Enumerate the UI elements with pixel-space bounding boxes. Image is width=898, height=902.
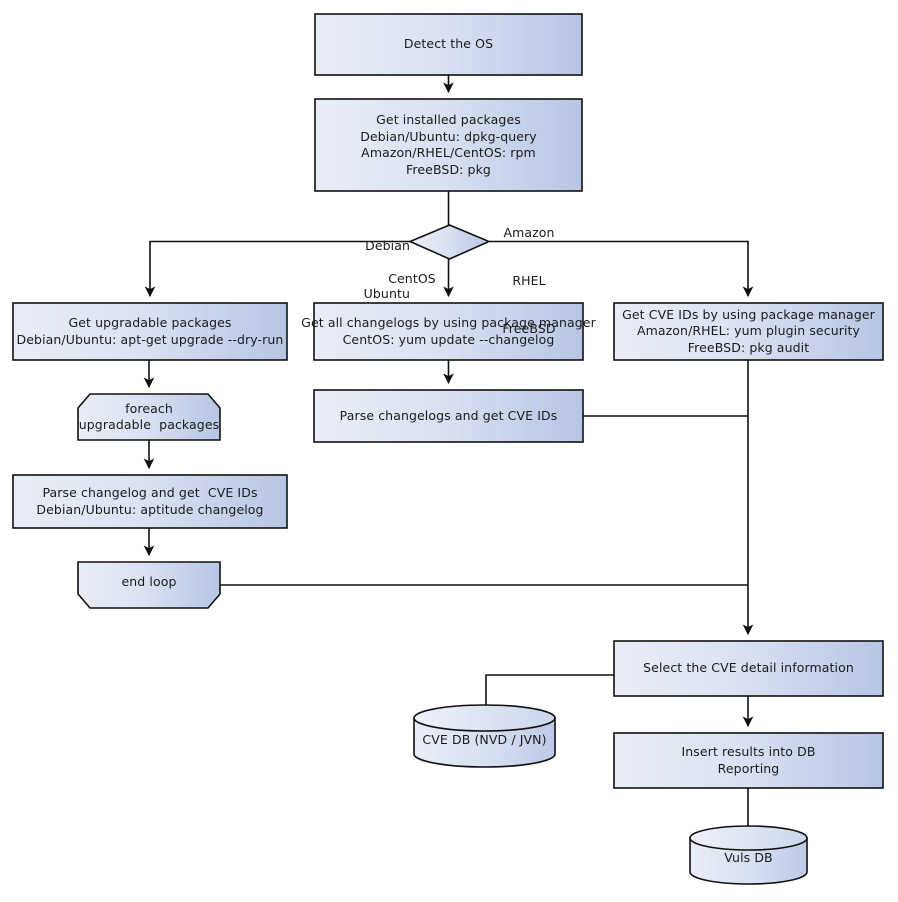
node-end-loop[interactable] [77, 561, 221, 609]
node-foreach-loop-start[interactable] [77, 393, 221, 441]
line: Debian [365, 238, 410, 253]
edge-decision-right [489, 240, 754, 298]
edge-label-debian-ubuntu: Debian Ubuntu [345, 206, 410, 334]
node-get-installed-packages[interactable] [314, 98, 583, 192]
edge-label-amazon-rhel-freebsd: Amazon RHEL FreeBSD [493, 193, 565, 369]
edge-select-cve-to-cvedb [485, 674, 614, 718]
line: RHEL [512, 273, 546, 288]
node-insert-results-db[interactable] [613, 732, 884, 789]
node-parse-changelog-cve-deb[interactable] [12, 474, 288, 529]
line: Amazon [503, 225, 555, 240]
node-get-upgradable-packages[interactable] [12, 302, 288, 361]
node-detect-os[interactable] [314, 13, 583, 76]
edge-label-centos: CentOS [388, 271, 436, 286]
node-group [12, 13, 884, 885]
node-os-decision[interactable] [407, 224, 492, 260]
node-cve-db[interactable] [413, 704, 556, 768]
node-parse-changelogs-cve[interactable] [313, 389, 584, 443]
node-get-all-changelogs[interactable] [313, 302, 584, 361]
line: FreeBSD [502, 321, 556, 336]
node-select-cve-detail[interactable] [613, 640, 884, 697]
line: Ubuntu [363, 286, 410, 301]
node-vuls-db[interactable] [689, 825, 808, 885]
edge-group [143, 75, 754, 838]
edge-decision-left [144, 240, 410, 298]
node-get-cve-ids-pkgmgr[interactable] [613, 302, 884, 361]
